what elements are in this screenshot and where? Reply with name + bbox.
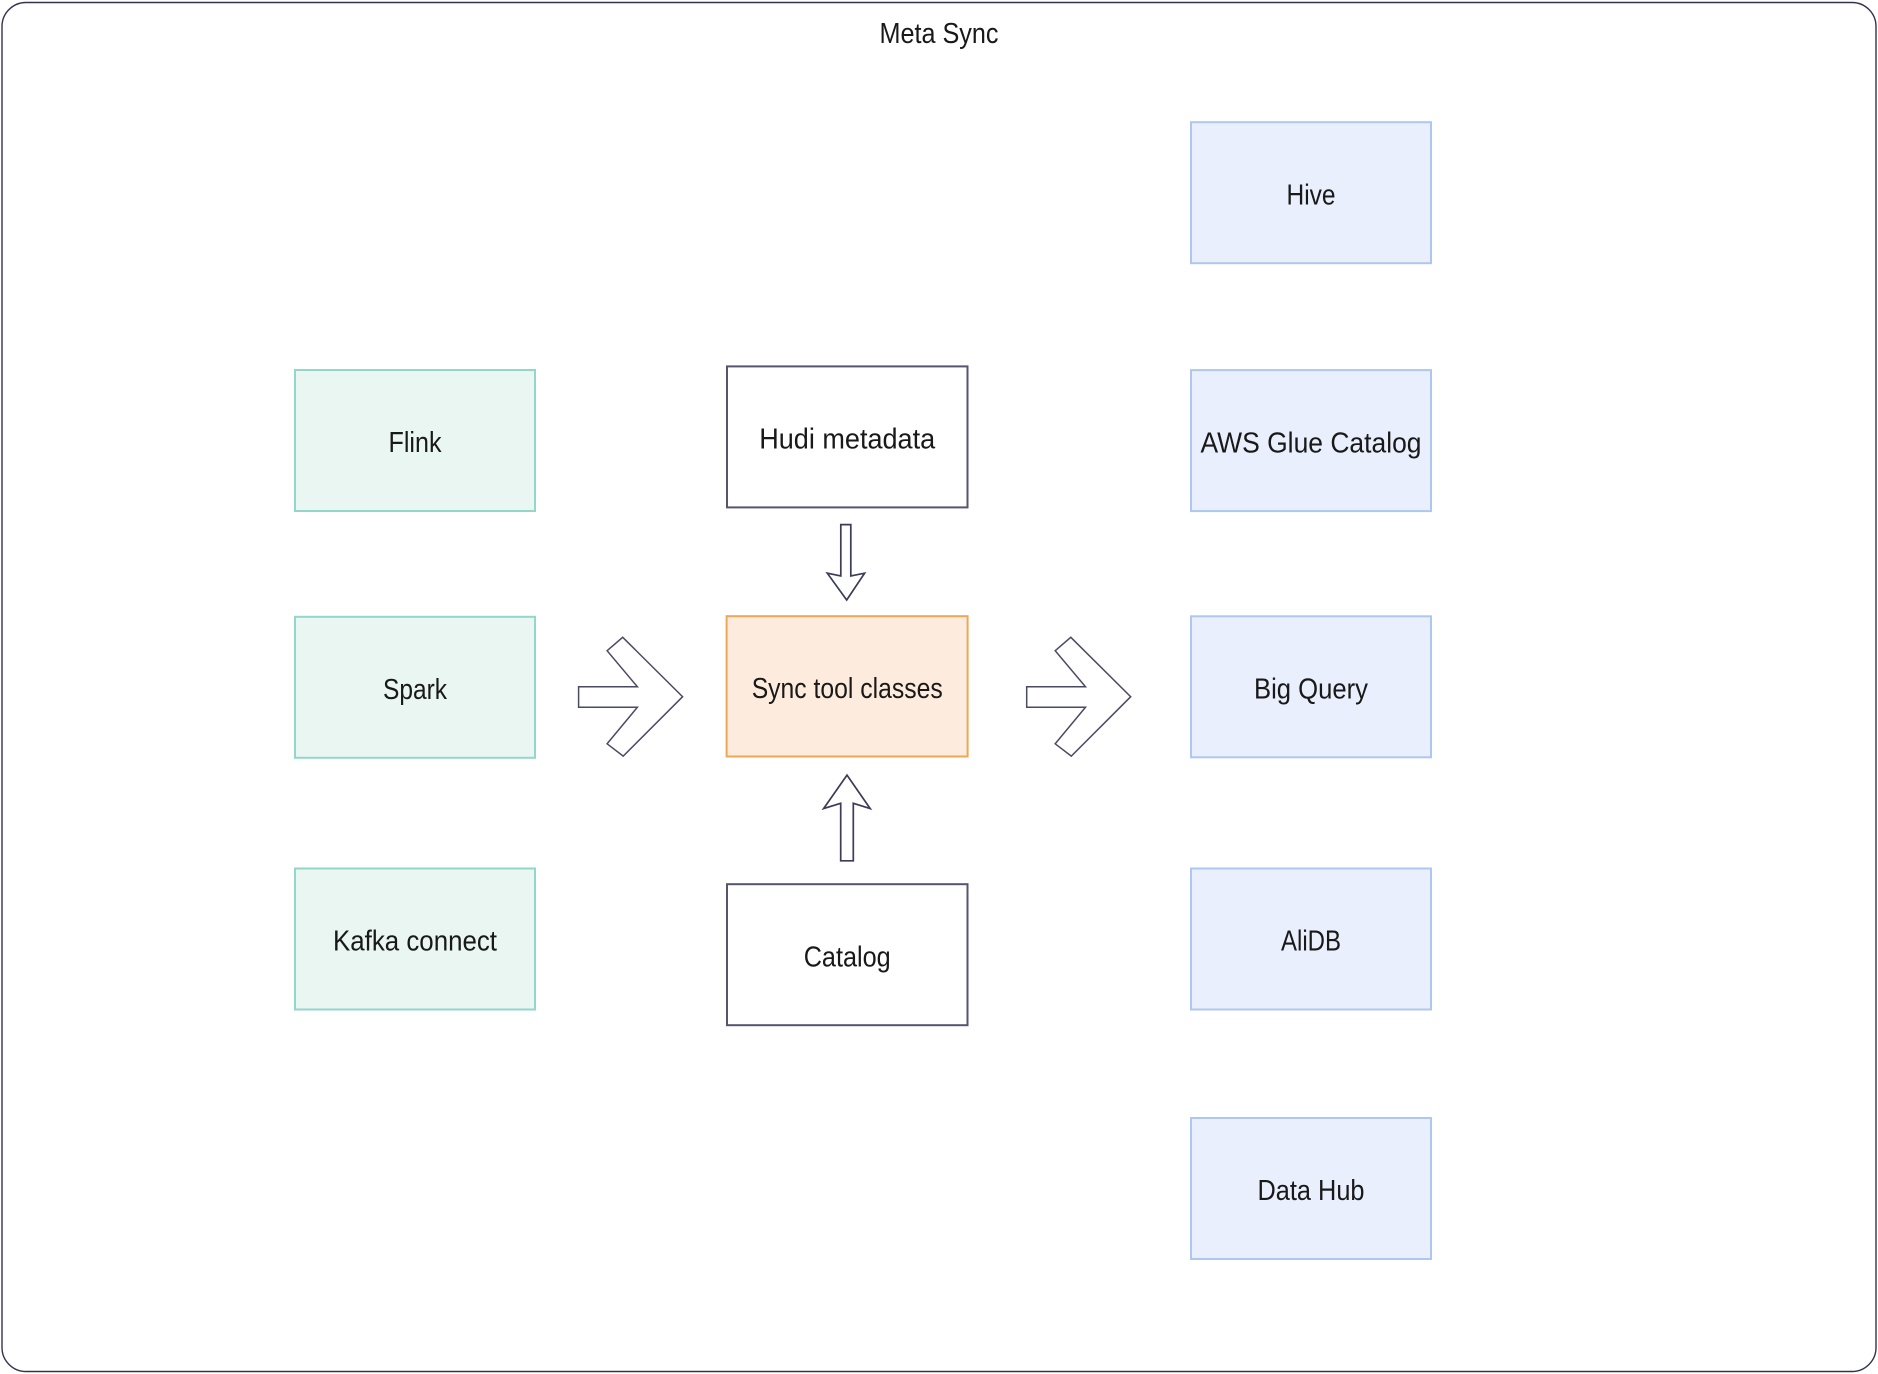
svg-text:AWS Glue Catalog: AWS Glue Catalog: [1201, 427, 1422, 459]
svg-text:Catalog: Catalog: [804, 941, 891, 973]
svg-text:Data Hub: Data Hub: [1258, 1175, 1365, 1207]
svg-text:Kafka connect: Kafka connect: [333, 926, 497, 958]
svg-text:Meta Sync: Meta Sync: [880, 18, 999, 50]
svg-text:Big Query: Big Query: [1254, 674, 1368, 706]
svg-text:Flink: Flink: [389, 427, 442, 459]
svg-text:Hudi metadata: Hudi metadata: [759, 424, 936, 456]
svg-text:Spark: Spark: [383, 674, 447, 706]
svg-text:Sync tool classes: Sync tool classes: [752, 673, 943, 705]
svg-text:Hive: Hive: [1287, 179, 1336, 211]
svg-text:AliDB: AliDB: [1281, 926, 1341, 958]
